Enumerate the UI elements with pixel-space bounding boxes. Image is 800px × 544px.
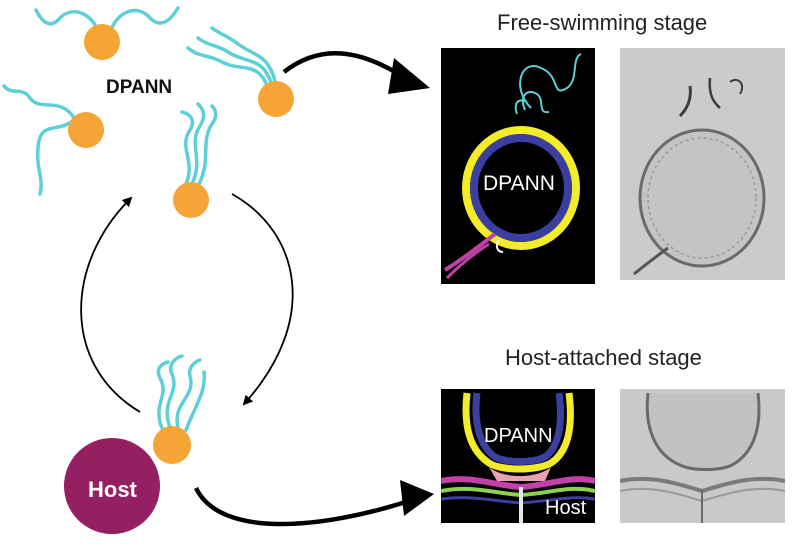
host-tomogram-image <box>620 389 785 523</box>
dpann-cell-attached <box>153 354 206 464</box>
cycle-arrow-right <box>231 193 294 406</box>
free-segmentation-render <box>443 53 582 280</box>
host-segmentation-host-label: Host <box>545 497 587 519</box>
cycle-arrow-left <box>80 196 141 413</box>
free-stage-tomogram-panel <box>620 48 785 280</box>
host-segmentation-render <box>441 392 595 523</box>
host-attached-stage-title: Host-attached stage <box>505 345 702 370</box>
free-segmentation-dpann-label: DPANN <box>483 172 555 195</box>
free-stage-segmentation-panel: DPANN <box>441 48 595 284</box>
transition-arrow-to-free-stage <box>282 51 430 94</box>
free-swimming-stage-title: Free-swimming stage <box>497 10 708 35</box>
transition-arrow-to-host-stage <box>193 480 434 527</box>
dpann-cell-swimming-4 <box>173 102 218 218</box>
host-stage-segmentation-panel: DPANN Host <box>441 389 595 523</box>
host-label: Host <box>88 477 137 502</box>
dpann-cell-swimming-3 <box>186 26 294 117</box>
host-segmentation-dpann-label: DPANN <box>484 425 553 447</box>
dpann-cell-swimming-1 <box>34 6 180 60</box>
free-tomogram-image <box>620 48 785 280</box>
dpann-cell-swimming-2 <box>2 84 104 196</box>
dpann-label: DPANN <box>106 77 173 98</box>
host-stage-tomogram-panel <box>620 389 785 523</box>
host-cell <box>64 438 160 534</box>
